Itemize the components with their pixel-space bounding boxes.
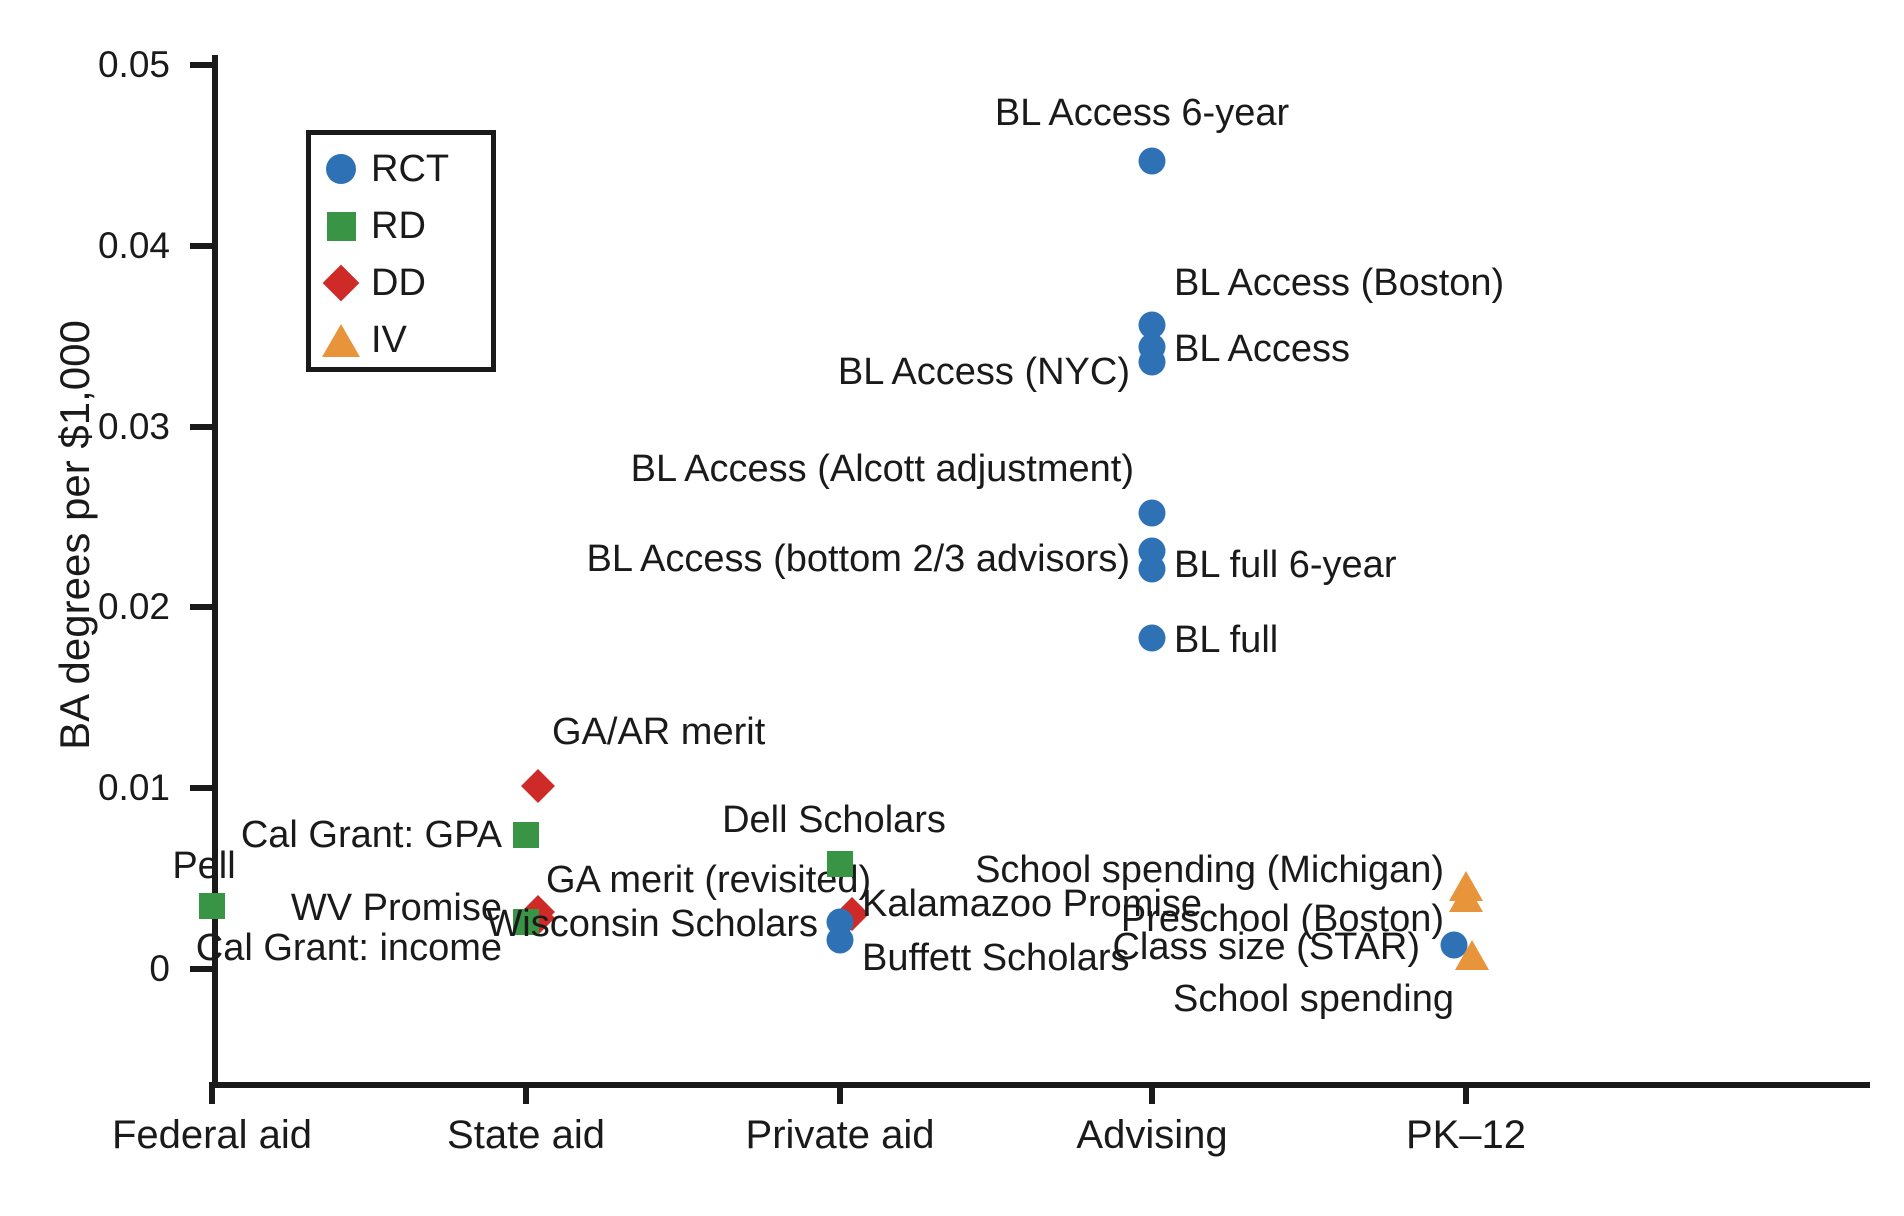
y-axis-title: BA degrees per $1,000 — [51, 320, 98, 750]
point-label: BL Access — [1174, 328, 1351, 371]
legend-label: RD — [371, 205, 426, 247]
data-point-square — [827, 851, 853, 878]
y-axis-spine — [212, 55, 218, 1085]
data-point-square — [513, 908, 539, 935]
data-point-triangle — [1449, 881, 1483, 912]
y-tick-mark — [190, 62, 212, 68]
point-label: WV Promise — [290, 886, 502, 929]
point-label: BL Access (bottom 2/3 advisors) — [586, 538, 1131, 581]
point-label: BL full 6-year — [1174, 544, 1397, 587]
legend-box: RCT RD DD IV — [306, 130, 496, 372]
x-tick-label-advising: Advising — [1076, 1113, 1228, 1157]
legend-item-rd[interactable]: RD — [311, 200, 501, 252]
point-label: BL Access (Alcott adjustment) — [630, 448, 1134, 491]
data-point-square — [199, 892, 225, 919]
point-label: BL Access (NYC) — [837, 350, 1130, 393]
point-label: Cal Grant: GPA — [240, 814, 502, 857]
point-label: Wisconsin Scholars — [486, 902, 818, 945]
data-point-circle — [1138, 348, 1166, 375]
data-point-triangle — [1455, 939, 1489, 970]
data-point-circle — [1138, 624, 1166, 652]
point-label: BL Access 6-year — [994, 91, 1290, 134]
y-tick-mark — [190, 785, 212, 792]
y-tick-mark — [190, 966, 212, 972]
x-tick-label-federal-aid: Federal aid — [111, 1113, 313, 1157]
x-axis-spine — [212, 1082, 1870, 1088]
data-point-circle — [1138, 147, 1166, 175]
point-label: Preschool (Boston) — [1120, 897, 1444, 940]
diamond-icon — [311, 264, 371, 302]
y-tick-label: 0.03 — [97, 405, 170, 447]
circle-icon — [311, 154, 371, 184]
x-tick-mark — [837, 1082, 843, 1104]
legend-label: IV — [371, 319, 407, 361]
legend-item-iv[interactable]: IV — [311, 314, 501, 366]
x-tick-mark — [1149, 1082, 1155, 1104]
data-point-circle — [826, 926, 854, 954]
point-label: GA merit (revisited) — [546, 859, 872, 902]
x-tick-mark — [1463, 1082, 1469, 1104]
data-point-diamond — [521, 768, 555, 803]
point-label: BL Access (Boston) — [1174, 262, 1505, 305]
point-label: Class size (STAR) — [1112, 926, 1420, 969]
point-label: Dell Scholars — [722, 799, 946, 842]
y-tick-label: 0.05 — [97, 44, 170, 85]
point-label: Buffett Scholars — [862, 937, 1130, 980]
x-tick-label-state-aid: State aid — [447, 1113, 605, 1157]
y-tick-mark — [190, 604, 212, 611]
y-tick-label: 0 — [149, 948, 170, 989]
y-tick-label: 0.04 — [97, 224, 170, 266]
point-label: Kalamazoo Promise — [862, 883, 1203, 926]
point-label: School spending — [1173, 977, 1454, 1020]
square-icon — [311, 211, 371, 241]
legend-label: RCT — [371, 148, 450, 190]
y-tick-mark — [190, 242, 212, 249]
x-tick-label-private-aid: Private aid — [745, 1113, 935, 1157]
x-tick-mark — [523, 1082, 529, 1104]
data-point-circle — [1138, 499, 1166, 527]
x-tick-mark — [209, 1082, 215, 1104]
legend-item-rct[interactable]: RCT — [311, 143, 501, 195]
y-tick-label: 0.01 — [97, 767, 170, 809]
data-point-circle — [1138, 555, 1166, 583]
data-point-square — [513, 822, 539, 849]
y-tick-mark — [190, 423, 212, 430]
point-label: BL full — [1174, 619, 1279, 662]
point-label: Cal Grant: income — [195, 926, 502, 969]
point-label: School spending (Michigan) — [975, 848, 1444, 891]
legend-item-dd[interactable]: DD — [311, 257, 501, 309]
x-tick-label-pk-12: PK–12 — [1405, 1113, 1527, 1157]
point-label: Pell — [172, 844, 236, 887]
y-tick-label: 0.02 — [97, 586, 170, 628]
point-label: GA/AR merit — [552, 710, 766, 753]
triangle-icon — [311, 323, 371, 357]
legend-label: DD — [371, 262, 426, 304]
